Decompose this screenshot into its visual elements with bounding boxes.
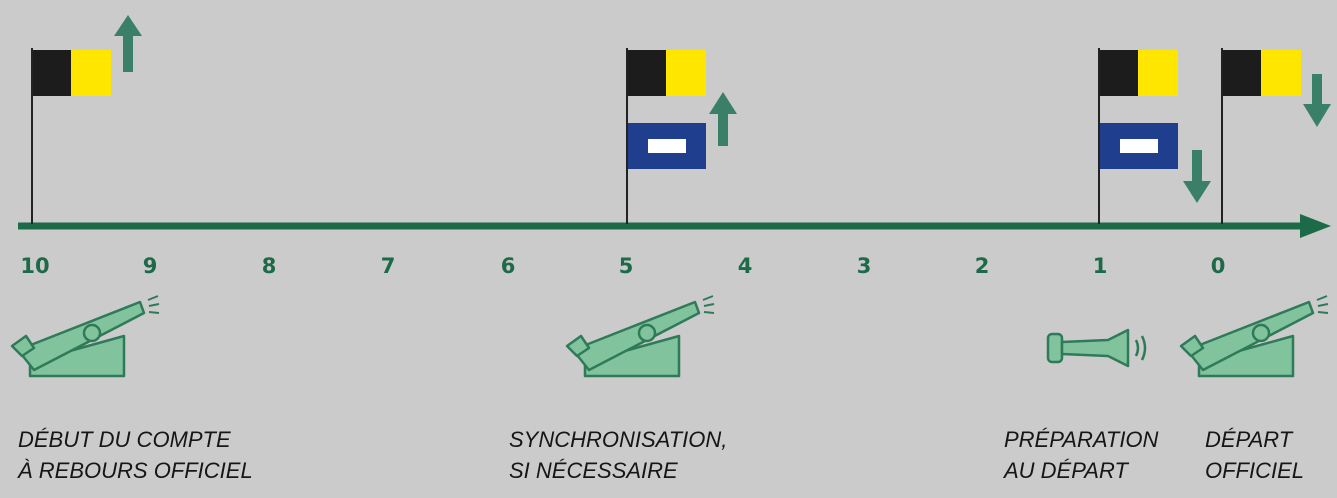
caption-line: SI NÉCESSAIRE — [509, 458, 678, 483]
caption-preparation: PRÉPARATION AU DÉPART — [1004, 424, 1158, 486]
signal-5 — [626, 48, 737, 224]
cannon-icon — [10, 294, 161, 378]
caption-synchronisation: SYNCHRONISATION, SI NÉCESSAIRE — [509, 424, 727, 486]
arrow-down-icon — [1183, 150, 1211, 203]
signal-0 — [1221, 48, 1331, 224]
caption-line: PRÉPARATION — [1004, 427, 1159, 452]
arrow-up-icon — [709, 92, 737, 146]
class-flag-icon — [1100, 50, 1178, 96]
arrow-down-icon — [1303, 74, 1331, 127]
tick-labels: 10 9 8 7 6 5 4 3 2 1 0 — [20, 254, 1225, 278]
class-flag-icon — [628, 50, 706, 96]
caption-line: OFFICIEL — [1205, 458, 1305, 483]
tick-label-0: 0 — [1211, 254, 1226, 278]
tick-label-7: 7 — [381, 254, 396, 278]
tick-label-10: 10 — [20, 254, 49, 278]
tick-label-8: 8 — [262, 254, 277, 278]
tick-label-6: 6 — [501, 254, 516, 278]
tick-label-5: 5 — [619, 254, 634, 278]
signal-1 — [1098, 48, 1211, 224]
caption-line: AU DÉPART — [1004, 458, 1128, 483]
caption-line: DÉPART — [1205, 427, 1293, 452]
arrow-up-icon — [114, 15, 142, 72]
caption-official-start: DÉPART OFFICIEL — [1205, 424, 1304, 486]
timeline-arrowhead — [1300, 214, 1331, 238]
cannon-icon — [1179, 294, 1330, 378]
caption-line: DÉBUT DU COMPTE — [18, 427, 231, 452]
caption-countdown-start: DÉBUT DU COMPTE À REBOURS OFFICIEL — [18, 424, 253, 486]
class-flag-icon — [1223, 50, 1301, 96]
caption-line: À REBOURS OFFICIEL — [18, 458, 253, 483]
preparatory-flag-icon — [1100, 123, 1178, 169]
cannon-icon — [565, 294, 716, 378]
tick-label-4: 4 — [738, 254, 753, 278]
tick-label-1: 1 — [1093, 254, 1108, 278]
tick-label-9: 9 — [143, 254, 158, 278]
preparatory-flag-icon — [628, 123, 706, 169]
caption-line: SYNCHRONISATION, — [509, 427, 728, 452]
signal-10 — [31, 15, 142, 224]
tick-label-2: 2 — [975, 254, 990, 278]
horn-icon — [1046, 328, 1147, 368]
tick-label-3: 3 — [857, 254, 872, 278]
class-flag-icon — [33, 50, 111, 96]
